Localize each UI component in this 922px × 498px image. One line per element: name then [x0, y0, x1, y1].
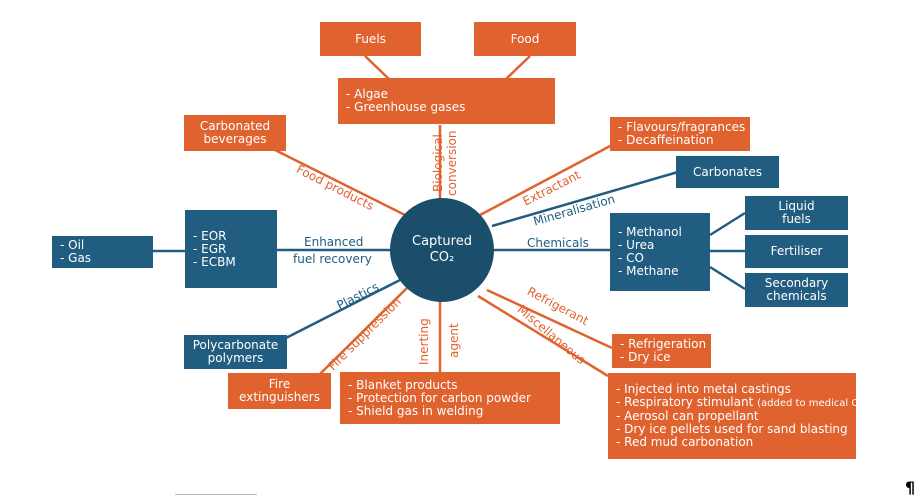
- line-misc: [477, 294, 609, 378]
- eor-item: - EOR: [193, 228, 227, 243]
- misc-item-3: - Aerosol can propellant: [616, 409, 759, 423]
- fertiliser-box: Fertiliser: [745, 235, 848, 268]
- fuels-box: Fuels: [320, 22, 421, 56]
- misc-note: (added to medical O₂): [757, 398, 868, 409]
- shield-item: - Shield gas in welding: [348, 403, 484, 418]
- polycarbonate-box: Polycarbonate polymers: [184, 335, 287, 369]
- chemicals-box: - Methanol - Urea - CO - Methane: [610, 213, 710, 291]
- methanol-item: - Methanol: [618, 225, 682, 239]
- liquid-fuels-box: Liquid fuels: [745, 196, 848, 230]
- decaf-item: - Decaffeination: [618, 133, 714, 147]
- misc-item-5: - Red mud carbonation: [616, 435, 754, 449]
- food-label: Food: [510, 31, 540, 46]
- greenhouse-item: - Greenhouse gases: [346, 100, 466, 114]
- line-plastics: [281, 278, 401, 342]
- polycarbonate-line2: polymers: [207, 351, 264, 365]
- carbonated-line1: Carbonated: [199, 119, 271, 133]
- gas-item: - Gas: [60, 251, 92, 265]
- secondary-box: Secondary chemicals: [745, 273, 848, 307]
- blanket-box: - Blanket products - Protection for carb…: [340, 372, 560, 424]
- egr-item: - EGR: [193, 241, 227, 256]
- hub-line1: Captured: [412, 234, 472, 249]
- misc-item-4: - Dry ice pellets used for sand blasting: [616, 422, 848, 436]
- polycarbonate-line1: Polycarbonate: [192, 338, 279, 352]
- refrigeration-item: - Refrigeration: [620, 337, 707, 351]
- misc-item-1: - Injected into metal castings: [616, 382, 791, 396]
- fire-ext-line2: extinguishers: [239, 390, 320, 404]
- footer-rule: [175, 494, 257, 495]
- line-food-products: [264, 143, 406, 217]
- pilcrow-mark: ¶: [905, 478, 916, 497]
- methane-item: - Methane: [618, 264, 679, 278]
- algae-box: - Algae - Greenhouse gases: [338, 78, 555, 124]
- line-fuels: [364, 55, 391, 81]
- fire-ext-line1: Fire: [268, 377, 291, 391]
- line-fire: [317, 284, 411, 377]
- protection-item: - Protection for carbon powder: [348, 390, 531, 405]
- hub-line2: CO₂: [429, 250, 455, 265]
- label-fuel-recovery: fuel recovery: [293, 252, 372, 266]
- fire-ext-box: Fire extinguishers: [228, 373, 331, 409]
- carbonates-label: Carbonates: [693, 164, 762, 179]
- secondary-line2: chemicals: [766, 289, 827, 303]
- misc-item-2: - Respiratory stimulant (added to medica…: [616, 395, 867, 410]
- dry-ice-item: - Dry ice: [620, 350, 671, 364]
- liquid-line2: fuels: [782, 212, 811, 226]
- misc-box: - Injected into metal castings - Respira…: [608, 373, 867, 459]
- label-enhanced: Enhanced: [304, 235, 364, 249]
- food-box: Food: [474, 22, 576, 56]
- flavours-box: - Flavours/fragrances - Decaffeination: [610, 117, 750, 151]
- liquid-line1: Liquid: [778, 199, 815, 213]
- fuels-label: Fuels: [355, 31, 386, 46]
- oil-item: - Oil: [60, 238, 85, 252]
- flavours-item: - Flavours/fragrances: [618, 120, 746, 134]
- label-inerting: Inerting: [417, 318, 431, 365]
- label-chemicals: Chemicals: [527, 236, 589, 250]
- carbonated-line2: beverages: [203, 132, 267, 146]
- line-mineralisation: [491, 170, 679, 228]
- label-agent: agent: [447, 323, 461, 358]
- carbonates-box: Carbonates: [676, 156, 779, 188]
- ecbm-item: - ECBM: [193, 254, 236, 269]
- line-extractant: [479, 143, 613, 217]
- co-item: - CO: [618, 251, 644, 265]
- captured-co2-hub: Captured CO₂: [390, 198, 494, 302]
- oil-gas-box: - Oil - Gas: [52, 236, 153, 268]
- carbonated-box: Carbonated beverages: [184, 115, 286, 151]
- line-food: [504, 55, 531, 81]
- eor-box: - EOR - EGR - ECBM: [185, 210, 277, 288]
- urea-item: - Urea: [618, 238, 655, 252]
- line-secondary: [709, 265, 746, 291]
- line-refrigerant: [486, 288, 613, 350]
- label-conversion: conversion: [445, 130, 459, 197]
- label-biological: Biological: [431, 134, 445, 192]
- algae-item: - Algae: [346, 87, 389, 101]
- refrigeration-box: - Refrigeration - Dry ice: [612, 334, 711, 368]
- fertiliser-label: Fertiliser: [770, 244, 823, 258]
- blanket-item: - Blanket products: [348, 377, 458, 392]
- misc-item-2-text: - Respiratory stimulant: [616, 395, 754, 409]
- line-liquid: [709, 211, 746, 237]
- secondary-line1: Secondary: [764, 276, 829, 290]
